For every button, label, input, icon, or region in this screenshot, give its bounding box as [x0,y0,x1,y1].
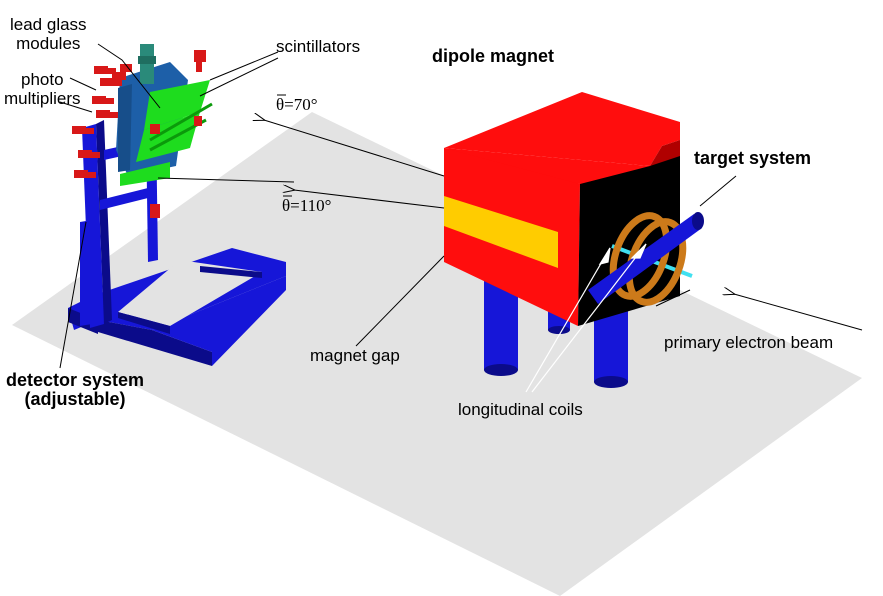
photomultipliers-label: photo multipliers [4,70,81,108]
magnet-gap-label: magnet gap [310,346,400,365]
lead-glass-line2: modules [16,34,81,53]
primary-beam-label: primary electron beam [664,333,834,352]
magnet-gap-strip [444,196,558,268]
detector-line2: (adjustable) [24,389,126,409]
longitudinal-coils-label: longitudinal coils [458,400,583,419]
photomultiplier-tubes [72,50,206,218]
lead-glass-line1: lead glass [10,15,87,34]
detector-system-label: detector system (adjustable) [6,371,144,409]
coil-pointers [525,243,647,393]
theta-110-label: θ=110° [282,196,332,215]
scintillator-plates [120,80,213,186]
dipole-magnet-label: dipole magnet [432,46,555,66]
photo-line2: multipliers [4,89,81,108]
floor-plane [12,112,862,596]
scintillators-label: scintillators [276,37,361,56]
lead-glass-label: lead glass modules [10,15,87,53]
theta-70-label: θ=70° [276,95,318,114]
leader-lines [59,43,863,369]
theta-bars [277,94,292,197]
detector-line1: detector system [6,370,145,390]
photo-line1: photo [20,70,64,89]
target-system-label: target system [694,148,812,168]
